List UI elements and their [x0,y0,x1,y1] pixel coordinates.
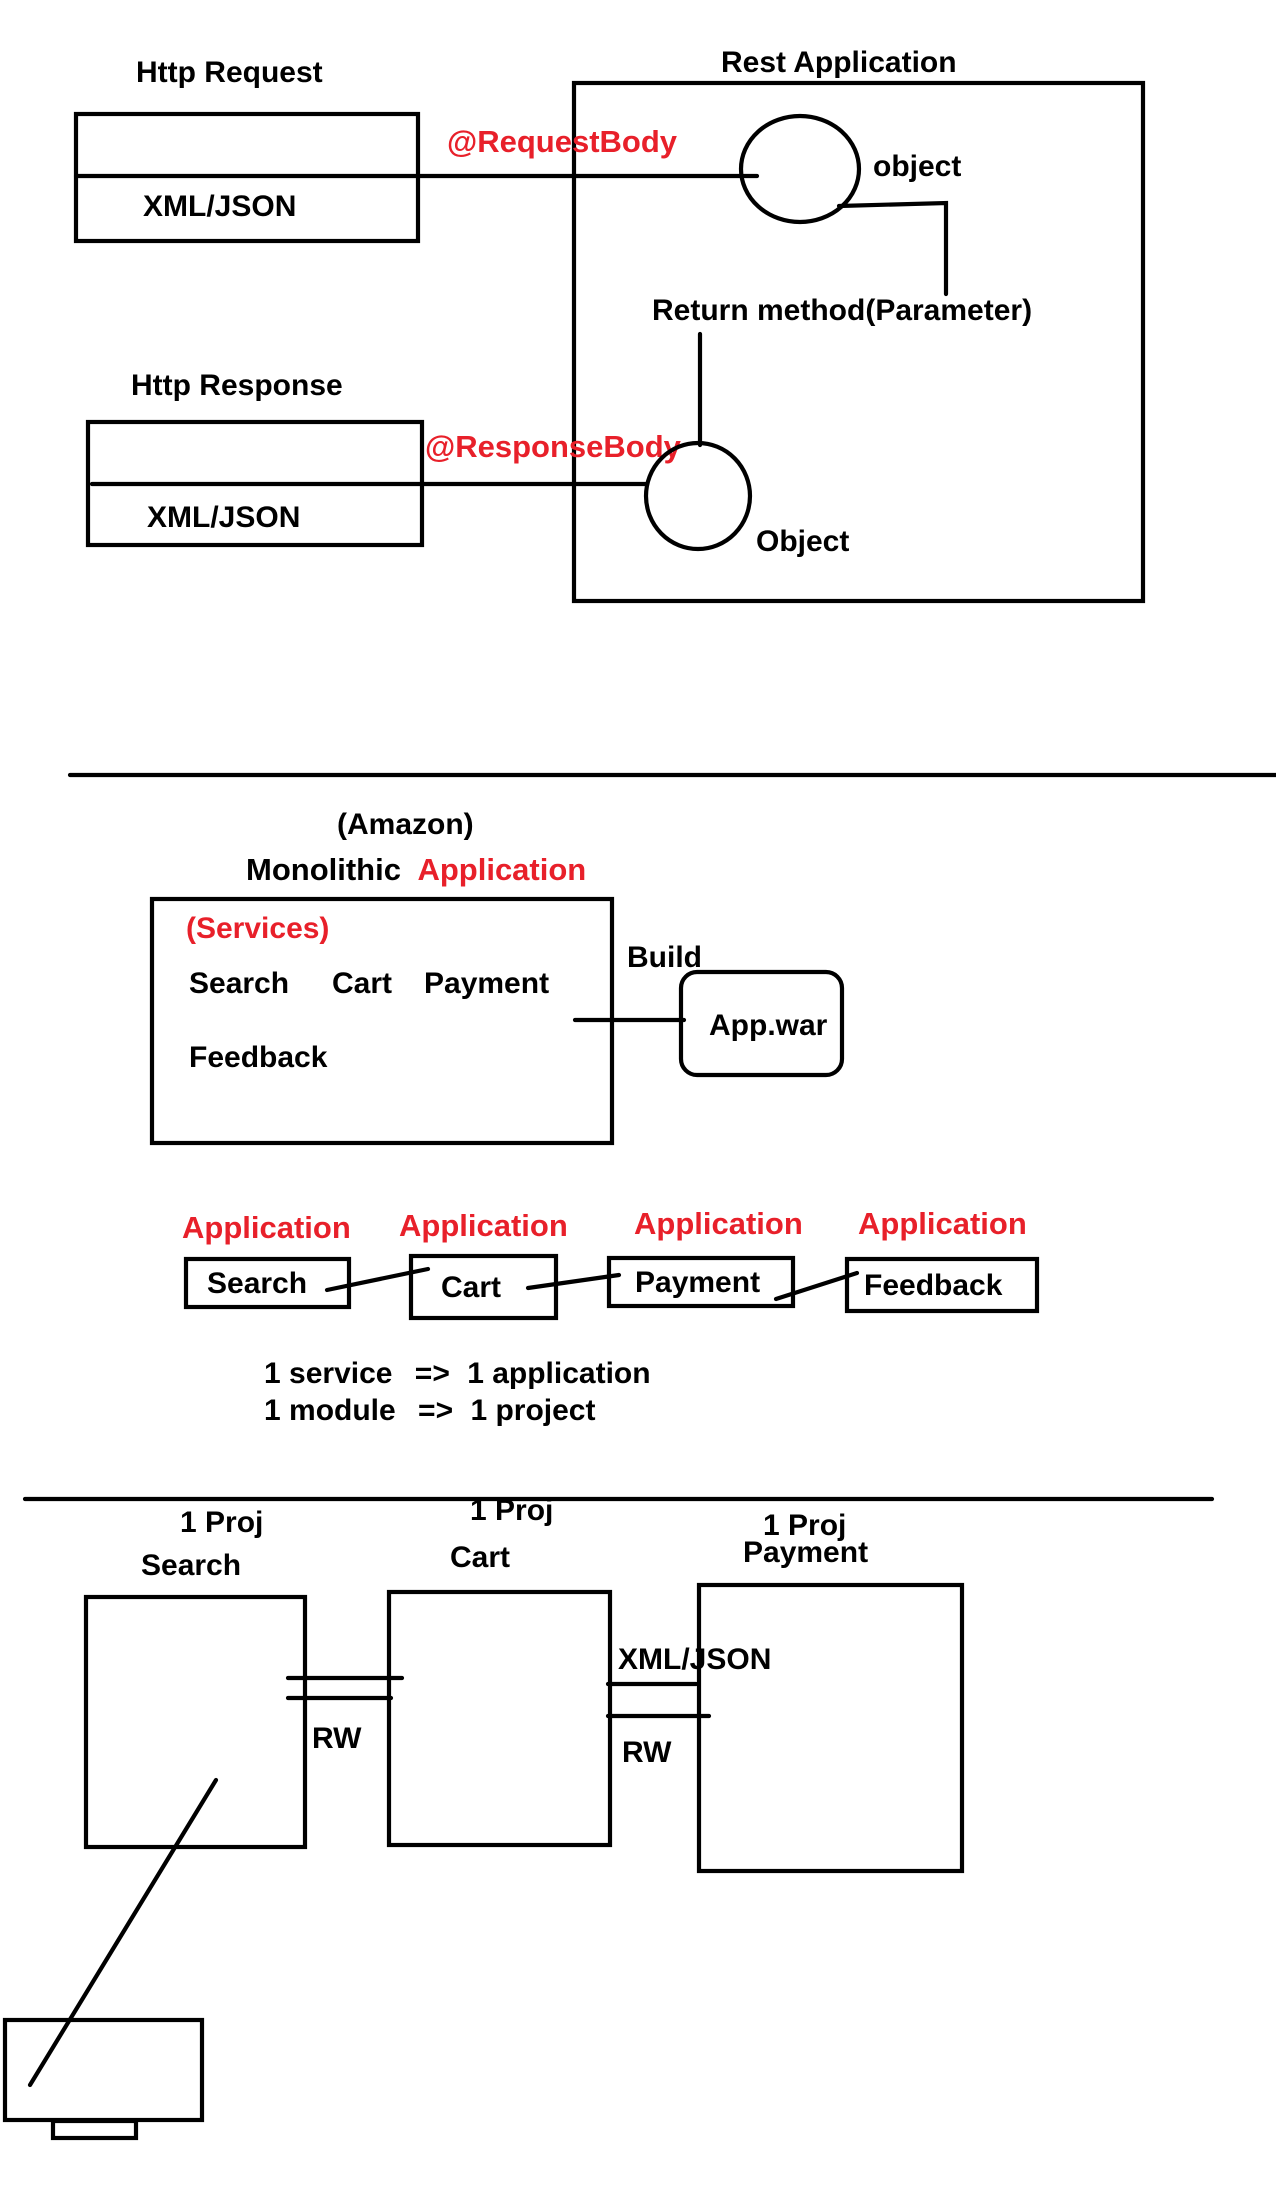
project-payment-name: Payment [743,1536,868,1569]
response-body-annotation: @ResponseBody [425,429,682,464]
http-response-title: Http Response [131,369,343,402]
app-box-payment [606,1255,796,1309]
cart-payment-format: XML/JSON [618,1643,771,1676]
project-payment-proj-label: 1 Proj [763,1509,846,1542]
rest-application-title: Rest Application [721,46,957,79]
rest-flow-section: Http Request XML/JSON Rest Application @… [73,46,1146,604]
project-payment-box [696,1582,965,1874]
rule-2-left: 1 module [264,1394,396,1427]
rule-1-right: 1 application [467,1357,650,1390]
rule-1-left: 1 service [264,1357,392,1390]
app-box-cart [408,1253,559,1321]
service-feedback: Feedback [189,1041,328,1074]
rule-2-arrow: => [418,1394,453,1427]
app-name-cart: Cart [441,1271,501,1304]
app-heading-cart: Application [399,1208,568,1243]
request-body-annotation: @RequestBody [447,124,678,159]
app-name-payment: Payment [635,1266,760,1299]
artifact-label: App.war [709,1009,828,1042]
app-heading-payment: Application [634,1206,803,1241]
artifact-box [678,969,845,1078]
http-response-format: XML/JSON [147,501,300,534]
object-to-parameter-connector [836,200,949,297]
response-object-node [643,440,753,552]
app-link-cart-payment [525,1272,622,1291]
monolithic-application-title: Monolithic Application [246,852,586,887]
rule-line-2: 1 module => 1 project [264,1394,595,1427]
project-search-box [83,1594,308,1850]
project-search-proj-label: 1 Proj [180,1506,263,1539]
client-monitor-stand [50,2118,139,2141]
project-cart-box [386,1589,613,1848]
build-label: Build [627,941,702,974]
app-heading-search: Application [182,1210,351,1245]
app-name-search: Search [207,1267,307,1300]
cart-payment-link-label: RW [622,1736,672,1769]
project-cart-proj-label: 1 Proj [470,1494,553,1527]
service-cart: Cart [332,967,392,1000]
method-signature-label: Return method(Parameter) [652,294,1032,327]
rule-line-1: 1 service => 1 application [264,1357,651,1390]
http-request-format: XML/JSON [143,190,296,223]
services-label: (Services) [186,912,329,945]
request-object-node [738,113,862,225]
app-link-payment-feedback [773,1270,860,1302]
application-word: Application [417,852,586,887]
http-request-title: Http Request [136,56,323,89]
app-name-feedback: Feedback [864,1269,1003,1302]
app-box-search [183,1256,352,1310]
rule-1-arrow: => [415,1357,450,1390]
search-cart-link-label: RW [312,1722,362,1755]
client-monitor-icon [2,2017,205,2123]
rule-2-right: 1 project [470,1394,595,1427]
service-search: Search [189,967,289,1000]
app-link-search-cart [324,1266,431,1293]
projects-section: 1 Proj Search 1 Proj Cart 1 Proj Payment… [2,1494,965,2141]
app-heading-feedback: Application [858,1206,1027,1241]
service-payment: Payment [424,967,549,1000]
app-box-feedback [844,1256,1040,1314]
monolith-section: (Amazon) Monolithic Application (Service… [149,808,1040,1427]
company-label: (Amazon) [337,808,474,841]
project-search-name: Search [141,1549,241,1582]
monolithic-word: Monolithic [246,852,401,887]
project-cart-name: Cart [450,1541,510,1574]
request-object-label: object [873,150,961,183]
search-to-client-connector [27,1777,219,2088]
response-object-label: Object [756,525,849,558]
rest-application-box [571,80,1146,604]
